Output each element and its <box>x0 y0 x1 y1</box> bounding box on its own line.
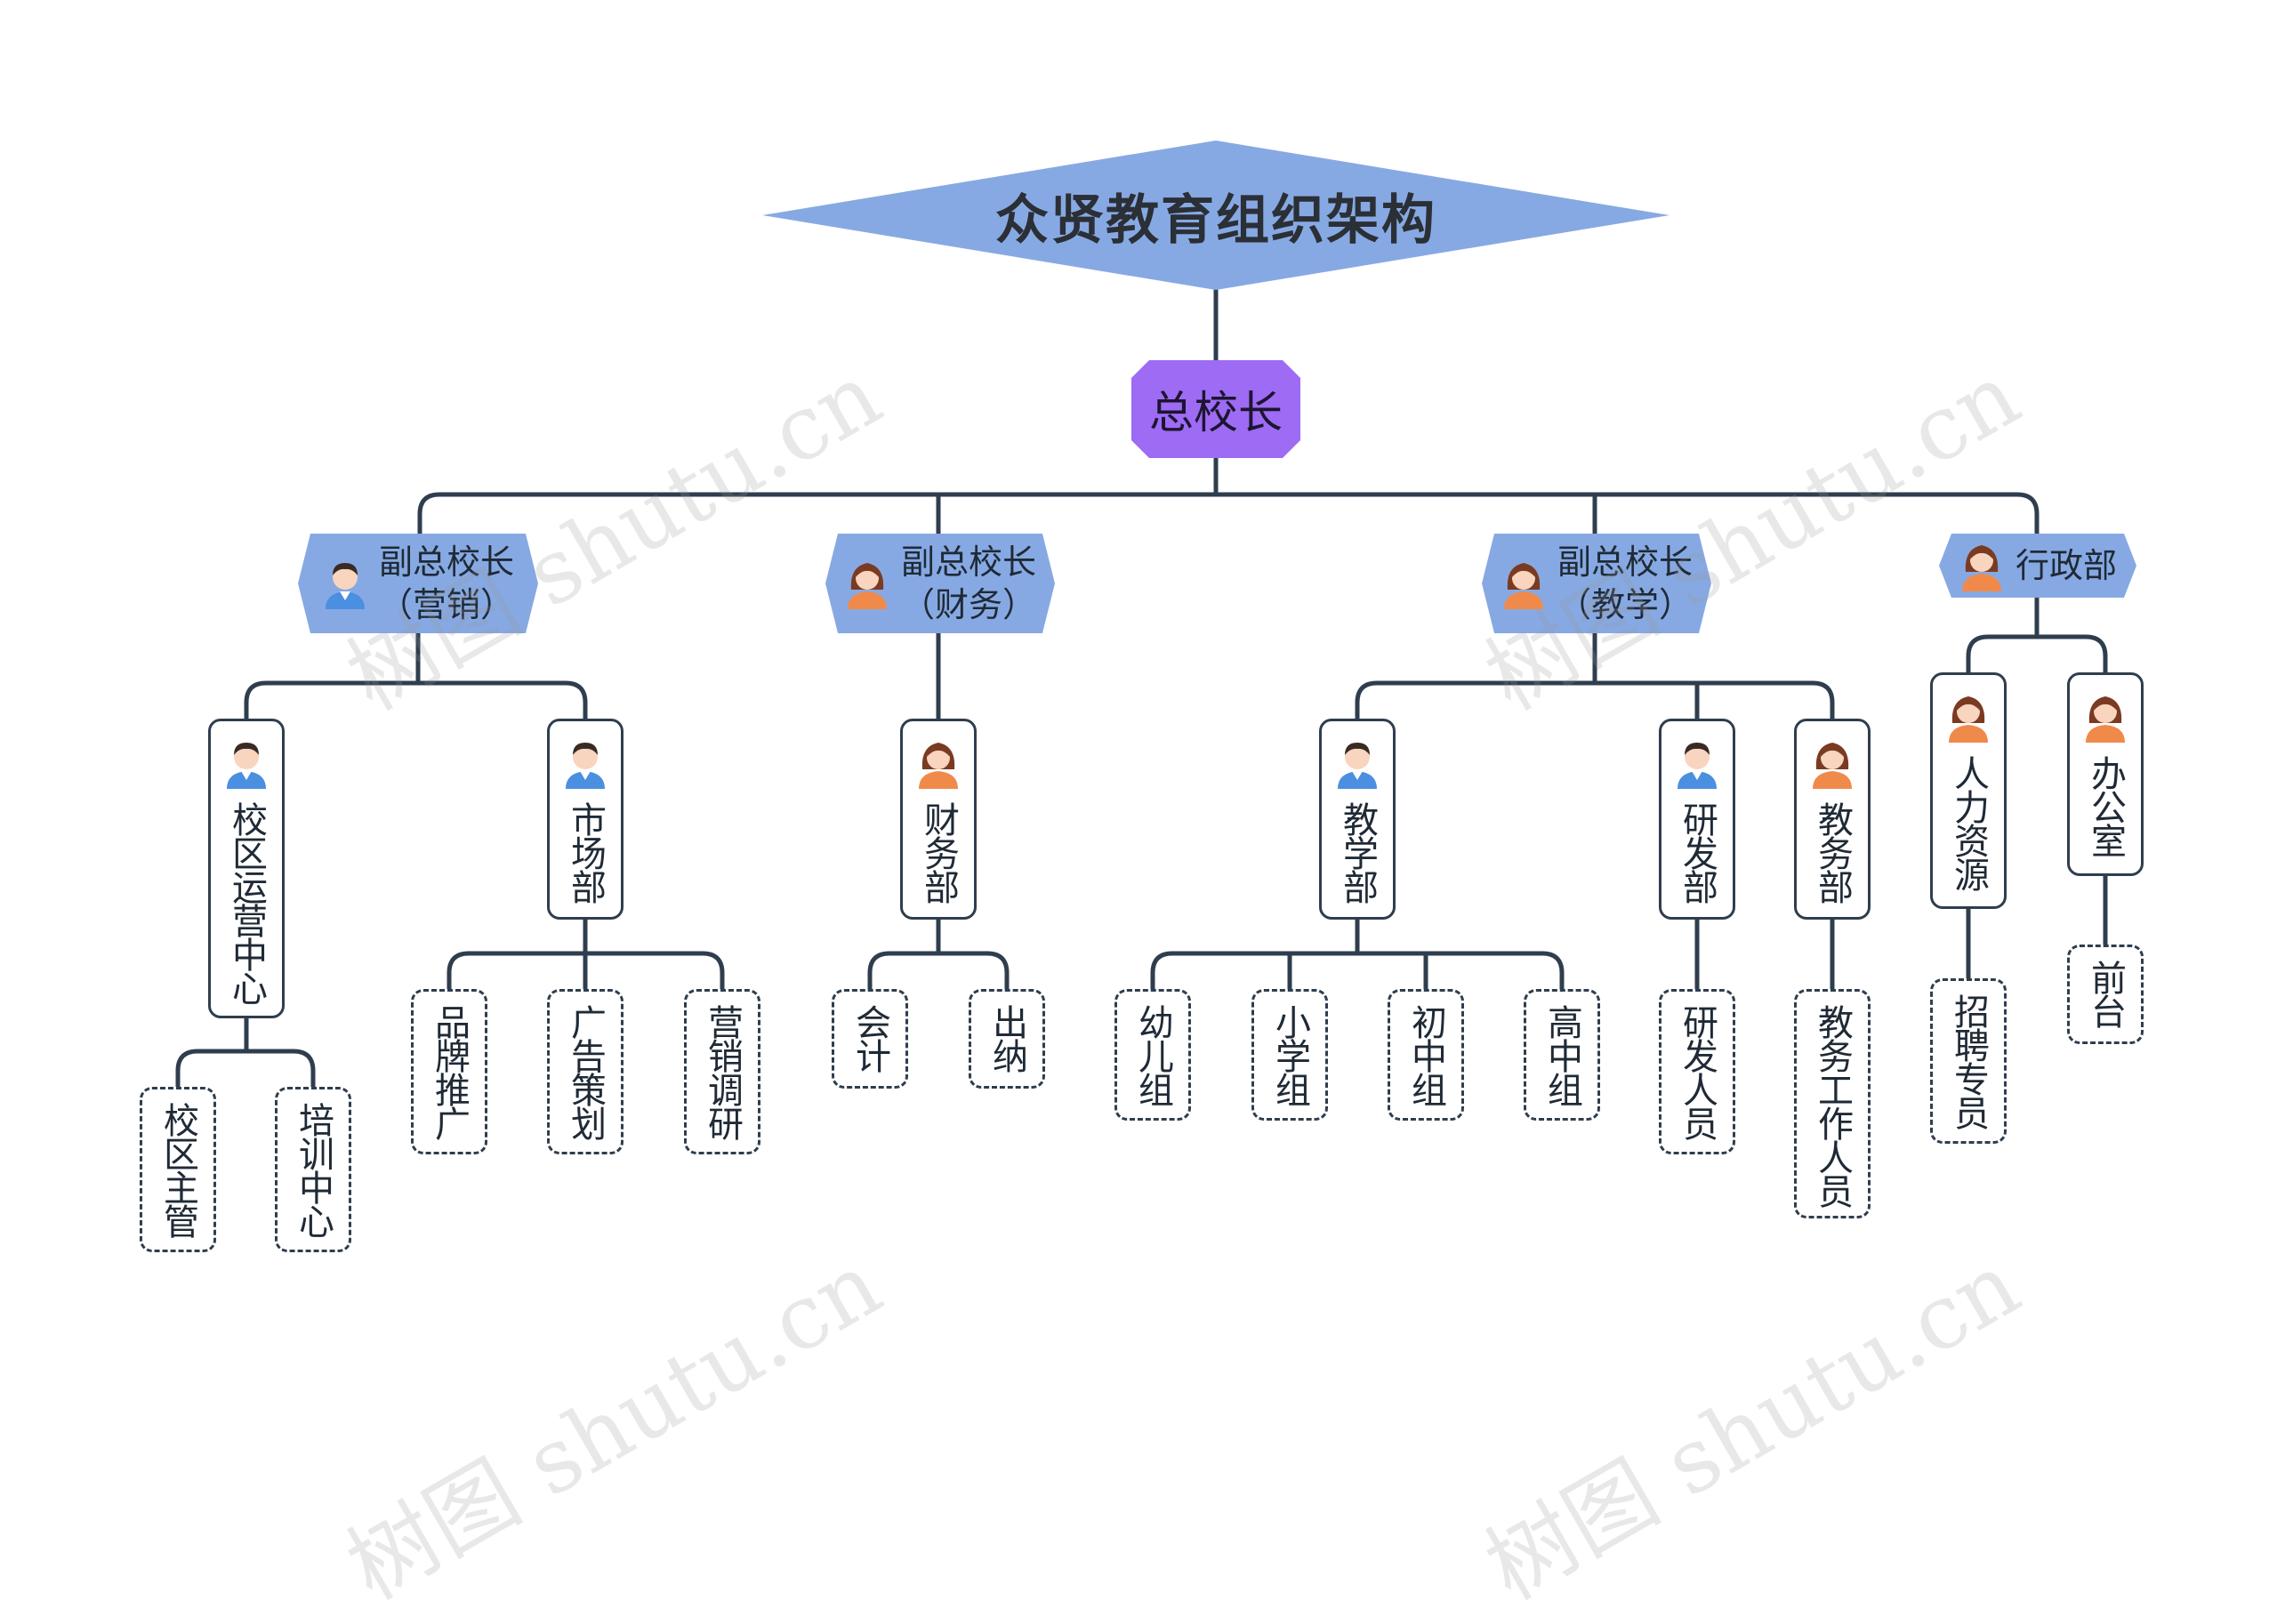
leaf-node[interactable]: 校区主管 <box>140 1087 216 1252</box>
leaf-label: 校区主管 <box>157 1102 198 1237</box>
female-avatar-icon <box>2082 691 2128 743</box>
dept-label: 教务部 <box>1812 801 1853 903</box>
leaf-node[interactable]: 培训中心 <box>275 1087 351 1252</box>
leaf-label: 广告策划 <box>565 1004 606 1139</box>
dept-finance-node[interactable]: 财务部 <box>900 719 977 920</box>
org-chart-canvas: 众贤教育组织架构 总校长 副总校长 （营销） <box>140 141 2144 1620</box>
leaf-node[interactable]: 招聘专员 <box>1930 978 2007 1144</box>
principal-label: 总校长 <box>1149 387 1283 438</box>
vp-finance-subtitle: （财务） <box>900 585 1036 624</box>
leaf-node[interactable]: 出纳 <box>969 989 1045 1089</box>
leaf-label: 初中组 <box>1405 1004 1446 1105</box>
vp-teaching-subtitle: （教学） <box>1557 585 1693 624</box>
female-avatar-icon <box>1809 737 1855 789</box>
connector-lines <box>175 287 2108 1089</box>
male-avatar-icon <box>1334 737 1380 789</box>
vp-teaching-node[interactable]: 副总校长 （教学） <box>1482 534 1711 633</box>
leaf-label: 招聘专员 <box>1948 993 1989 1129</box>
dept-label: 研发部 <box>1677 801 1718 903</box>
vp-finance-node[interactable]: 副总校长 （财务） <box>825 534 1055 633</box>
leaf-node[interactable]: 会计 <box>832 989 908 1089</box>
leaf-label: 营销调研 <box>702 1004 743 1139</box>
male-avatar-icon <box>322 558 368 609</box>
leaf-label: 小学组 <box>1269 1004 1310 1105</box>
admin-dept-node[interactable]: 行政部 <box>1939 534 2136 598</box>
leaf-node[interactable]: 小学组 <box>1251 989 1328 1121</box>
principal-node[interactable]: 总校长 <box>1131 360 1300 458</box>
leaf-node[interactable]: 前台 <box>2067 945 2144 1044</box>
leaf-node[interactable]: 教务工作人员 <box>1794 989 1871 1218</box>
leaf-label: 研发人员 <box>1677 1004 1718 1139</box>
male-avatar-icon <box>562 737 608 789</box>
female-avatar-icon <box>915 737 961 789</box>
leaf-label: 会计 <box>849 1004 890 1072</box>
dept-label: 人力资源 <box>1948 755 1989 890</box>
leaf-label: 出纳 <box>986 1004 1027 1072</box>
leaf-label: 前台 <box>2085 960 2126 1027</box>
dept-office-node[interactable]: 办公室 <box>2067 672 2144 876</box>
leaf-label: 幼儿组 <box>1132 1004 1173 1105</box>
female-avatar-icon <box>1501 558 1547 609</box>
leaf-node[interactable]: 初中组 <box>1388 989 1464 1121</box>
dept-label: 办公室 <box>2085 755 2126 856</box>
leaf-node[interactable]: 品牌推广 <box>411 989 487 1154</box>
dept-label: 市场部 <box>565 801 606 903</box>
vp-teaching-title: 副总校长 <box>1557 543 1693 582</box>
admin-dept-title: 行政部 <box>2015 546 2117 585</box>
title-diamond-shape <box>762 141 1670 290</box>
vp-marketing-subtitle: （营销） <box>378 585 514 624</box>
dept-label: 财务部 <box>918 801 959 903</box>
vp-marketing-node[interactable]: 副总校长 （营销） <box>298 534 538 633</box>
title-node[interactable]: 众贤教育组织架构 <box>762 141 1670 290</box>
connector-vp-bus <box>417 492 2040 536</box>
female-avatar-icon <box>1945 691 1991 743</box>
leaf-node[interactable]: 广告策划 <box>547 989 624 1154</box>
female-avatar-icon <box>844 558 890 609</box>
male-avatar-icon <box>1674 737 1720 789</box>
dept-rnd-node[interactable]: 研发部 <box>1659 719 1735 920</box>
leaf-node[interactable]: 营销调研 <box>684 989 760 1154</box>
leaf-node[interactable]: 高中组 <box>1524 989 1600 1121</box>
dept-teaching-node[interactable]: 教学部 <box>1319 719 1396 920</box>
dept-marketing-node[interactable]: 市场部 <box>547 719 624 920</box>
dept-hr-node[interactable]: 人力资源 <box>1930 672 2007 909</box>
chart-title: 众贤教育组织架构 <box>995 189 1436 252</box>
dept-campus-ops-node[interactable]: 校区运营中心 <box>208 719 285 1018</box>
female-avatar-icon <box>1959 540 2005 591</box>
dept-label: 校区运营中心 <box>226 801 267 1004</box>
leaf-node[interactable]: 研发人员 <box>1659 989 1735 1154</box>
dept-label: 教学部 <box>1337 801 1378 903</box>
vp-finance-title: 副总校长 <box>900 543 1036 582</box>
leaf-node[interactable]: 幼儿组 <box>1114 989 1191 1121</box>
leaf-label: 培训中心 <box>293 1102 334 1237</box>
dept-academic-affairs-node[interactable]: 教务部 <box>1794 719 1871 920</box>
vp-marketing-title: 副总校长 <box>378 543 514 582</box>
leaf-label: 品牌推广 <box>429 1004 470 1139</box>
male-avatar-icon <box>223 737 270 789</box>
leaf-label: 高中组 <box>1541 1004 1582 1105</box>
leaf-label: 教务工作人员 <box>1812 1004 1853 1207</box>
